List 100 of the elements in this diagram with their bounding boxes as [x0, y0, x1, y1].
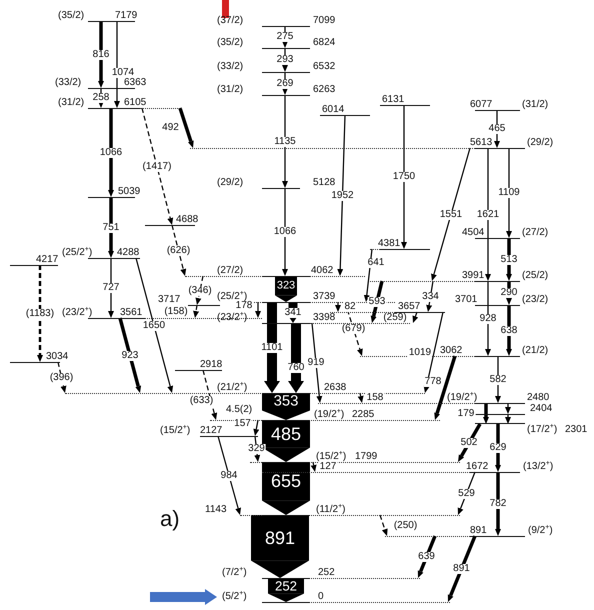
level-label: 3034 — [46, 351, 68, 362]
level-label: (15/2$^{+}$) — [316, 451, 346, 462]
level-label: 6131 — [382, 94, 404, 105]
transition-arrow — [202, 370, 218, 420]
transition-arrow — [251, 515, 309, 578]
edge-label: 502 — [460, 438, 478, 448]
edge-label: 492 — [161, 123, 180, 133]
transition-arrow — [98, 88, 104, 108]
transition-arrow — [171, 224, 186, 276]
transition-arrow — [195, 276, 204, 305]
edge-label: (633) — [188, 396, 214, 406]
edge-label: 1135 — [273, 136, 297, 146]
edge-label: 1551 — [438, 210, 464, 220]
transition-arrow — [412, 312, 418, 323]
edge-label: 816 — [92, 50, 110, 60]
energy-level — [320, 104, 372, 116]
transition-arrow — [275, 276, 297, 302]
level-label: 1799 — [355, 451, 378, 462]
edge-label: 513 — [500, 254, 518, 264]
level-label: 4504 — [462, 227, 484, 238]
edge-label: 353 — [272, 394, 300, 410]
transition-arrow — [506, 148, 512, 238]
edge-label: (158) — [163, 306, 189, 316]
transition-arrow — [458, 423, 482, 462]
edge-label: 1074 — [110, 68, 136, 78]
level-label: 0 — [318, 591, 324, 602]
edge-label: (396) — [48, 372, 74, 382]
edge-label: 1621 — [476, 210, 500, 220]
level-label: 3717 — [158, 294, 180, 305]
level-label: 7179 — [115, 10, 138, 21]
edge-label: 1019 — [408, 348, 432, 358]
transition-arrow — [495, 472, 501, 536]
edge-label: 751 — [102, 222, 120, 232]
level-label: (25/2$^{+}$) — [217, 291, 248, 302]
transition-arrow — [495, 424, 501, 472]
transition-arrow — [358, 392, 364, 403]
transition-arrow — [118, 318, 142, 393]
edge-label: 638 — [500, 326, 518, 336]
edge-label: (250) — [392, 520, 418, 530]
transition-arrow — [370, 280, 384, 323]
edge-label: (259) — [382, 312, 408, 322]
transition-arrow — [431, 148, 471, 281]
edge-label: 760 — [286, 363, 306, 373]
transition-arrow — [108, 197, 114, 258]
edge-label: 639 — [417, 552, 436, 562]
transition-arrow — [335, 302, 341, 312]
energy-level — [370, 238, 432, 250]
level-label: 6824 — [313, 37, 336, 48]
transition-arrow — [193, 304, 200, 318]
edge-label: 127 — [318, 462, 338, 472]
edge-label: 334 — [421, 292, 440, 302]
transition-arrow — [282, 188, 288, 276]
energy-level — [380, 94, 432, 106]
level-label: 2918 — [200, 359, 222, 370]
level-label: (33/2) — [217, 61, 244, 72]
level-label: (27/2) — [217, 265, 244, 276]
edge-label: 82 — [343, 302, 357, 312]
transition-arrow — [108, 258, 114, 318]
lifetime-label: 4.5(2) — [226, 404, 252, 415]
level-label: 3701 — [455, 294, 478, 305]
level-label: 3062 — [440, 345, 462, 356]
level-label: (11/2$^{+}$) — [316, 504, 346, 515]
level-label: (25/2$^{+}$) — [62, 247, 92, 258]
level-label: 5613 — [470, 137, 492, 148]
transition-arrow — [253, 420, 260, 436]
level-label: 5039 — [118, 186, 140, 197]
transition-arrow — [379, 514, 388, 536]
level-label: (21/2$^{+}$) — [217, 382, 248, 393]
level-label: 4688 — [176, 214, 198, 225]
transition-arrow — [141, 108, 174, 225]
transition-arrow — [483, 403, 489, 424]
transition-arrow — [262, 420, 310, 462]
transition-arrow — [364, 248, 373, 302]
transition-arrow — [262, 393, 310, 420]
edge-label: 158 — [366, 393, 384, 403]
transition-arrow — [178, 107, 194, 148]
transition-arrow — [37, 265, 43, 362]
level-label: 4288 — [117, 247, 140, 258]
transition-arrow — [288, 323, 304, 393]
edge-label: 891 — [452, 564, 471, 574]
transition-arrow — [311, 322, 322, 403]
edge-label: 778 — [424, 377, 442, 387]
level-label: (9/2$^{+}$) — [528, 525, 553, 536]
level-label: (23/2) — [522, 294, 548, 305]
level-label: 4062 — [311, 265, 334, 276]
energy-level — [158, 425, 260, 437]
level-label: 1143 — [205, 504, 227, 515]
edge-label: 178 — [234, 301, 254, 311]
level-label: (23/2$^{+}$) — [62, 307, 92, 318]
energy-level — [220, 567, 420, 579]
edge-label: 919 — [306, 358, 326, 368]
level-label: (29/2) — [527, 137, 554, 148]
edge-label: 290 — [500, 288, 518, 298]
transition-arrow — [255, 302, 261, 318]
transition-arrow — [448, 535, 477, 602]
transition-arrow — [506, 305, 512, 356]
edge-label: 485 — [270, 424, 302, 443]
level-label: 3739 — [313, 291, 336, 302]
level-label: (19/2$^{+}$) — [314, 409, 344, 420]
transition-arrow — [268, 578, 304, 602]
